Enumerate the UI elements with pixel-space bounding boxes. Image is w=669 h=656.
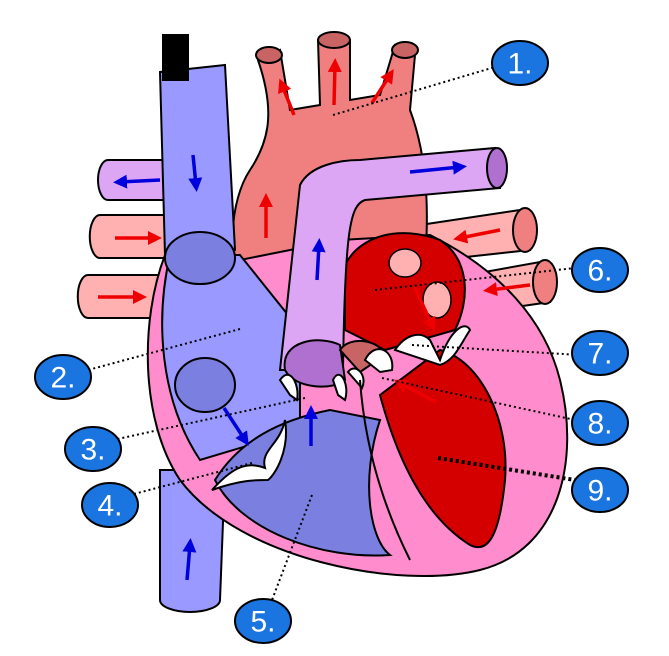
pulmonary-valve (278, 339, 348, 402)
pulmonary-vein-opening-2 (422, 281, 452, 319)
svg-text:7.: 7. (587, 338, 612, 371)
superior-vena-cava (158, 34, 237, 257)
callout-4: 4. (81, 482, 139, 528)
right-ventricle (213, 408, 393, 557)
interventricular-septum (359, 379, 411, 561)
tricuspid-valve (211, 419, 287, 491)
left-ventricle (378, 348, 507, 548)
callout-1: 1. (491, 40, 549, 86)
svg-text:6.: 6. (587, 255, 612, 288)
pulmonary-artery (278, 146, 508, 371)
svg-text:8.: 8. (587, 408, 612, 441)
leader-line-9 (437, 456, 576, 482)
ivc-opening (174, 357, 236, 413)
callout-2: 2. (34, 354, 92, 400)
callout-5: 5. (234, 598, 292, 644)
callout-6: 6. (571, 247, 629, 293)
blood-flow-arrows-deoxygenated (113, 154, 467, 581)
leader-lines (87, 66, 581, 601)
aortic-valve (338, 339, 394, 390)
callout-9: 9. (571, 467, 629, 513)
svg-text:5.: 5. (250, 606, 275, 639)
svg-text:4.: 4. (97, 490, 122, 523)
pulmonary-vein-opening-1 (388, 248, 422, 278)
callout-7: 7. (571, 330, 629, 376)
svc-opening (164, 231, 236, 285)
svg-text:2.: 2. (50, 362, 75, 395)
svg-text:1.: 1. (507, 48, 532, 81)
svg-text:9.: 9. (587, 475, 612, 508)
svg-text:3.: 3. (80, 434, 105, 467)
callout-3: 3. (64, 426, 122, 472)
callout-8: 8. (571, 400, 629, 446)
blood-flow-arrows-oxygenated (98, 58, 531, 404)
